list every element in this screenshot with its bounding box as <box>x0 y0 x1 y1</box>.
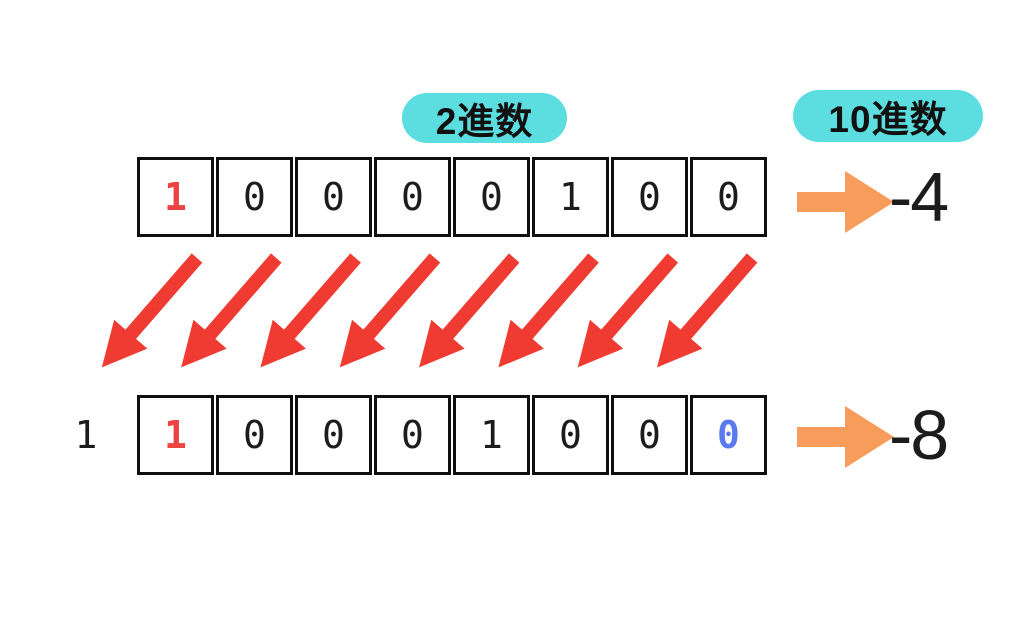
bit-cell: 1 <box>453 395 530 475</box>
shift-arrow-icon <box>498 253 599 368</box>
binary-label-pill: 2進数 <box>402 93 567 143</box>
shift-arrow-icon <box>419 253 520 368</box>
bit-cell: 0 <box>611 395 688 475</box>
decimal-value-bottom: -8 <box>889 396 949 474</box>
convert-arrow-icon <box>797 171 894 233</box>
bit-cell: 0 <box>216 395 293 475</box>
convert-arrow-icon <box>797 406 894 468</box>
bit-cell: 0 <box>690 157 767 237</box>
bit-cell: 0 <box>216 157 293 237</box>
bit-cell: 0 <box>374 157 451 237</box>
shifted-out-bit: 1 <box>74 413 98 457</box>
shift-arrow-icon <box>577 253 679 368</box>
shift-arrow-icon <box>260 253 361 368</box>
bit-cell: 0 <box>690 395 767 475</box>
bit-cell: 1 <box>137 157 214 237</box>
bit-cell: 0 <box>611 157 688 237</box>
bit-cell: 0 <box>295 157 372 237</box>
bit-cell: 0 <box>453 157 530 237</box>
decimal-label-pill: 10進数 <box>793 90 983 142</box>
bit-cell: 0 <box>532 395 609 475</box>
shift-arrow-icon <box>656 253 758 368</box>
bit-cell: 0 <box>295 395 372 475</box>
shift-arrow-icon <box>101 253 203 368</box>
shift-arrow-icon <box>339 253 441 368</box>
bit-cell: 1 <box>532 157 609 237</box>
decimal-value-top: -4 <box>889 158 949 236</box>
shift-arrow-icon <box>181 253 282 368</box>
bit-cell: 0 <box>374 395 451 475</box>
bit-cell: 1 <box>137 395 214 475</box>
